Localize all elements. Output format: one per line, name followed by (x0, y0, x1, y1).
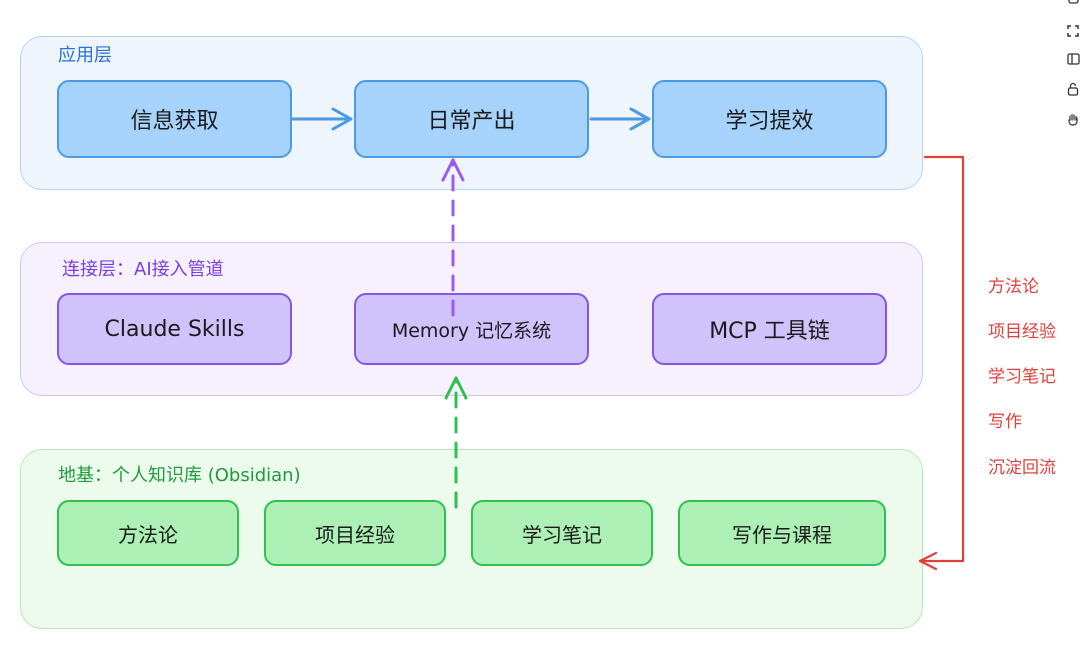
base-box-writing-courses[interactable]: 写作与课程 (678, 500, 886, 566)
arrow-memory-to-output (441, 158, 465, 317)
conn-box-claude-skills[interactable]: Claude Skills (57, 293, 292, 365)
app-box-info-acquisition[interactable]: 信息获取 (57, 80, 292, 158)
app-box-daily-output[interactable]: 日常产出 (354, 80, 589, 158)
application-layer-title: 应用层 (58, 45, 112, 66)
base-box-study-notes[interactable]: 学习笔记 (471, 500, 653, 566)
arrow-foundation-to-memory (444, 376, 468, 509)
base-box-methodology[interactable]: 方法论 (57, 500, 239, 566)
feedback-loop-arrow (918, 155, 965, 571)
unlock-icon[interactable] (1066, 82, 1080, 96)
base-box-project-experience[interactable]: 项目经验 (264, 500, 446, 566)
conn-box-memory-system[interactable]: Memory 记忆系统 (354, 293, 589, 365)
app-box-learning-efficiency[interactable]: 学习提效 (652, 80, 887, 158)
lock-icon[interactable] (1066, 0, 1080, 14)
feedback-label-study-notes: 学习笔记 (988, 367, 1056, 387)
arrow-info-to-output (291, 107, 353, 131)
panel-icon[interactable] (1066, 52, 1080, 66)
canvas-toolbar (1062, 0, 1080, 140)
conn-box-mcp-toolchain[interactable]: MCP 工具链 (652, 293, 887, 365)
fullscreen-icon[interactable] (1066, 24, 1080, 38)
hand-icon[interactable] (1066, 112, 1080, 126)
arrow-output-to-learning (589, 107, 651, 131)
foundation-layer-title: 地基：个人知识库 (Obsidian) (58, 465, 301, 486)
connection-layer-title: 连接层：AI接入管道 (62, 259, 224, 280)
feedback-label-writing: 写作 (988, 412, 1022, 432)
feedback-label-settle-back: 沉淀回流 (988, 458, 1056, 478)
feedback-label-methodology: 方法论 (988, 277, 1039, 297)
feedback-label-project-experience: 项目经验 (988, 322, 1056, 342)
